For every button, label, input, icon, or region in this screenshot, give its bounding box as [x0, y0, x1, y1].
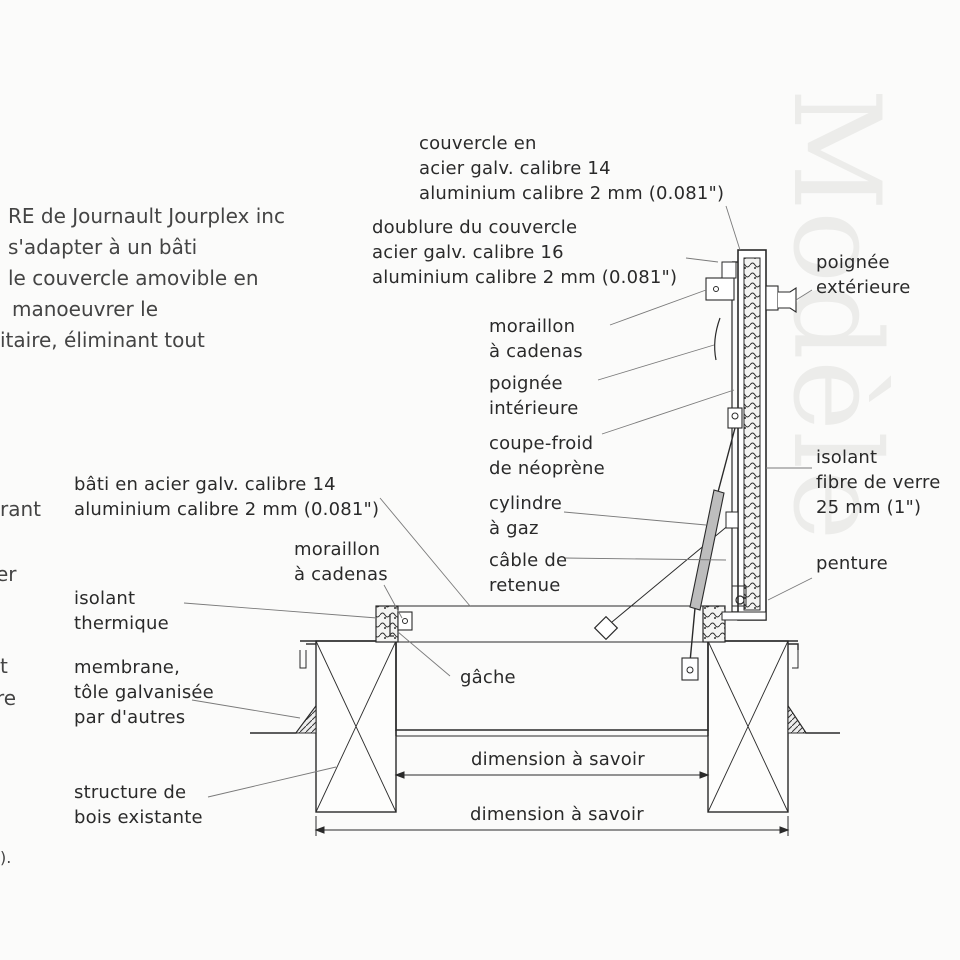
label-line: aluminium calibre 2 mm (0.081")	[372, 267, 678, 288]
label-moraillon-top: moraillon à cadenas	[489, 314, 583, 364]
bg-fragment-2: er	[0, 562, 17, 586]
label-line: à cadenas	[294, 564, 388, 585]
label-couvercle: couvercle en acier galv. calibre 14 alum…	[419, 131, 724, 206]
label-poignee-exterieure: poignée extérieure	[816, 250, 911, 300]
label-line: bâti en acier galv. calibre 14	[74, 474, 336, 495]
label-line: acier galv. calibre 14	[419, 158, 611, 179]
hinge	[735, 595, 745, 605]
label-line: doublure du couvercle	[372, 217, 578, 238]
label-line: penture	[816, 553, 888, 574]
membrane-right	[787, 704, 807, 734]
cable-anchor	[593, 615, 619, 641]
label-line: moraillon	[489, 316, 576, 337]
label-membrane: membrane, tôle galvanisée par d'autres	[74, 655, 214, 730]
bg-line-5: itaire, éliminant tout	[0, 328, 205, 352]
bg-fragment-1: rant	[0, 497, 41, 521]
label-structure: structure de bois existante	[74, 780, 203, 830]
label-line: extérieure	[816, 277, 911, 298]
label-line: retenue	[489, 575, 561, 596]
label-isolant-thermique: isolant thermique	[74, 586, 169, 636]
dimension-outer-line	[314, 816, 790, 836]
label-line: cylindre	[489, 493, 563, 514]
label-bati: bâti en acier galv. calibre 14 aluminium…	[74, 472, 379, 522]
label-line: fibre de verre	[816, 472, 941, 493]
label-gache: gâche	[460, 665, 516, 690]
label-line: thermique	[74, 613, 169, 634]
label-line: câble de	[489, 550, 568, 571]
dimension-inner-label: dimension à savoir	[471, 749, 645, 770]
background-paragraph: RE de Journault Jourplex inc s'adapter à…	[0, 201, 285, 356]
wood-block-right	[707, 640, 789, 813]
gas-cylinder	[681, 407, 743, 681]
label-line: aluminium calibre 2 mm (0.081")	[74, 499, 380, 520]
bg-line-1: RE de Journault Jourplex inc	[8, 204, 285, 228]
label-line: à gaz	[489, 518, 539, 539]
insulation-left	[375, 605, 399, 643]
label-doublure: doublure du couvercle acier galv. calibr…	[372, 215, 677, 290]
label-line: poignée	[489, 373, 563, 394]
label-line: bois existante	[74, 807, 203, 828]
hasp-top	[705, 261, 737, 301]
label-line: membrane,	[74, 657, 181, 678]
label-line: structure de	[74, 782, 187, 803]
label-line: tôle galvanisée	[74, 682, 214, 703]
label-line: 25 mm (1")	[816, 497, 922, 518]
label-line: isolant	[74, 588, 136, 609]
open-cover	[721, 249, 767, 621]
label-line: moraillon	[294, 539, 381, 560]
label-line: poignée	[816, 252, 890, 273]
membrane-left	[295, 704, 317, 734]
bg-fragment-5: ).	[0, 848, 12, 867]
label-line: par d'autres	[74, 707, 186, 728]
bg-line-2: s'adapter à un bâti	[8, 235, 198, 259]
wood-block-left	[315, 640, 397, 813]
insulation-right	[702, 605, 726, 643]
interior-handle	[714, 317, 721, 361]
label-poignee-interieure: poignée intérieure	[489, 371, 579, 421]
label-line: gâche	[460, 667, 516, 688]
label-cylindre: cylindre à gaz	[489, 491, 562, 541]
bg-fragment-3: t	[0, 654, 8, 678]
strike-gache	[389, 614, 394, 637]
label-line: intérieure	[489, 398, 579, 419]
label-moraillon-low: moraillon à cadenas	[294, 537, 388, 587]
bg-line-3: le couvercle amovible en	[8, 266, 259, 290]
label-penture: penture	[816, 551, 888, 576]
label-coupe-froid: coupe-froid de néoprène	[489, 431, 605, 481]
label-line: à cadenas	[489, 341, 583, 362]
label-line: couvercle en	[419, 133, 537, 154]
bg-line-4: manoeuvrer le	[12, 297, 158, 321]
bg-fragment-4: re	[0, 686, 17, 710]
exterior-handle	[765, 285, 797, 314]
dimension-outer-label: dimension à savoir	[470, 804, 644, 825]
label-line: acier galv. calibre 16	[372, 242, 564, 263]
dimension-inner-line	[394, 742, 710, 780]
label-line: coupe-froid	[489, 433, 594, 454]
label-line: aluminium calibre 2 mm (0.081")	[419, 183, 725, 204]
label-line: isolant	[816, 447, 878, 468]
leader-lines	[183, 205, 813, 798]
label-cable: câble de retenue	[489, 548, 567, 598]
label-isolant-fibre: isolant fibre de verre 25 mm (1")	[816, 445, 940, 520]
label-line: de néoprène	[489, 458, 605, 479]
